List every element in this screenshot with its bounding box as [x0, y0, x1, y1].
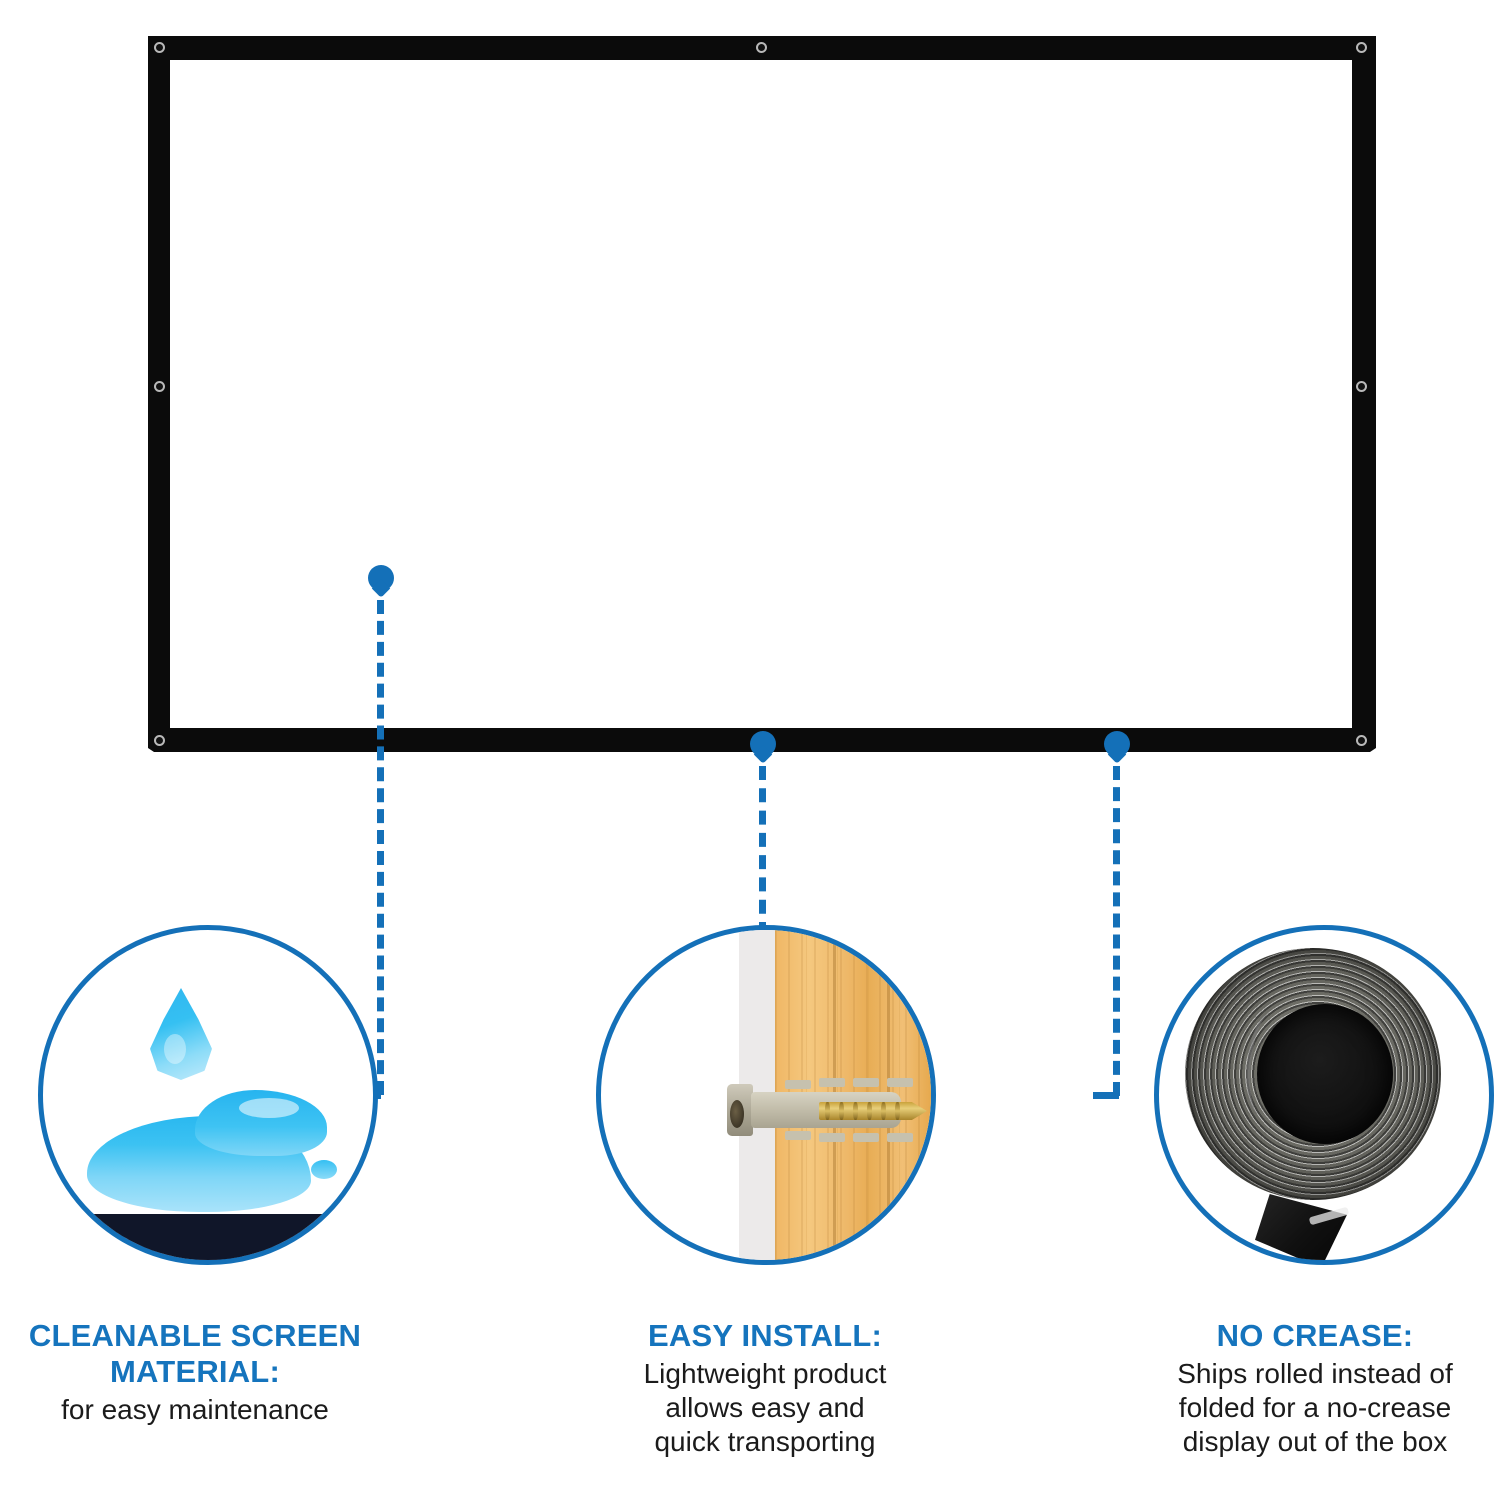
screw-thread [839, 1102, 844, 1120]
leader-line-no-crease [1113, 766, 1120, 1096]
grommet-bottom-right [1356, 735, 1367, 746]
screw-thread [825, 1102, 830, 1120]
caption-title-cleanable: CLEANABLE SCREEN MATERIAL: [28, 1318, 362, 1389]
screw-thread [895, 1102, 900, 1120]
caption-body-no-crease: Ships rolled instead of folded for a no-… [1177, 1357, 1453, 1458]
caption-body-easy-install: Lightweight product allows easy and quic… [643, 1357, 887, 1458]
grommet-left-middle [154, 381, 165, 392]
feature-circle-cleanable [38, 925, 378, 1265]
screw-thread [881, 1102, 886, 1120]
caption-title-no-crease: NO CREASE: [1216, 1318, 1414, 1353]
roll-core [1257, 1004, 1393, 1144]
screw-thread [867, 1102, 872, 1120]
anchor-fin-bot-4 [887, 1133, 913, 1142]
water-drop-icon [150, 988, 212, 1080]
callout-dot-no-crease [1104, 731, 1130, 757]
leader-stub-no-crease [1093, 1092, 1119, 1099]
caption-easy-install: EASY INSTALL: Lightweight product allows… [570, 1318, 960, 1459]
caption-cleanable: CLEANABLE SCREEN MATERIAL: for easy main… [0, 1318, 390, 1427]
dark-surface-band [43, 1214, 373, 1260]
anchor-flange [727, 1084, 753, 1136]
anchor-fin-top-3 [853, 1078, 879, 1087]
anchor-fin-bot-2 [819, 1133, 845, 1142]
rolled-screen-icon [1185, 948, 1441, 1200]
anchor-fin-top-2 [819, 1078, 845, 1087]
screw-thread [853, 1102, 858, 1120]
grommet-right-middle [1356, 381, 1367, 392]
water-puddle-highlight [239, 1098, 299, 1118]
roll-loose-end [1255, 1194, 1347, 1260]
anchor-fin-top-1 [785, 1080, 811, 1089]
caption-body-cleanable: for easy maintenance [61, 1393, 329, 1425]
anchor-fin-bot-1 [785, 1131, 811, 1140]
grommet-top-center [756, 42, 767, 53]
screw-icon [819, 1102, 927, 1120]
wall-anchor-icon [727, 1078, 927, 1142]
feature-circle-easy-install [596, 925, 936, 1265]
screen-white-surface [170, 60, 1352, 728]
leader-line-easy-install [759, 766, 766, 936]
callout-dot-easy-install [750, 731, 776, 757]
caption-title-easy-install: EASY INSTALL: [648, 1318, 882, 1353]
anchor-fin-bot-3 [853, 1133, 879, 1142]
grommet-bottom-left [154, 735, 165, 746]
grommet-top-right [1356, 42, 1367, 53]
anchor-hole [730, 1100, 744, 1128]
projector-screen-figure [148, 36, 1376, 752]
caption-no-crease: NO CREASE: Ships rolled instead of folde… [1130, 1318, 1500, 1459]
leader-line-cleanable [377, 600, 384, 1095]
feature-circle-no-crease [1154, 925, 1494, 1265]
grommet-top-left [154, 42, 165, 53]
water-droplet-small [311, 1160, 337, 1179]
callout-dot-cleanable [368, 565, 394, 591]
anchor-fin-top-4 [887, 1078, 913, 1087]
